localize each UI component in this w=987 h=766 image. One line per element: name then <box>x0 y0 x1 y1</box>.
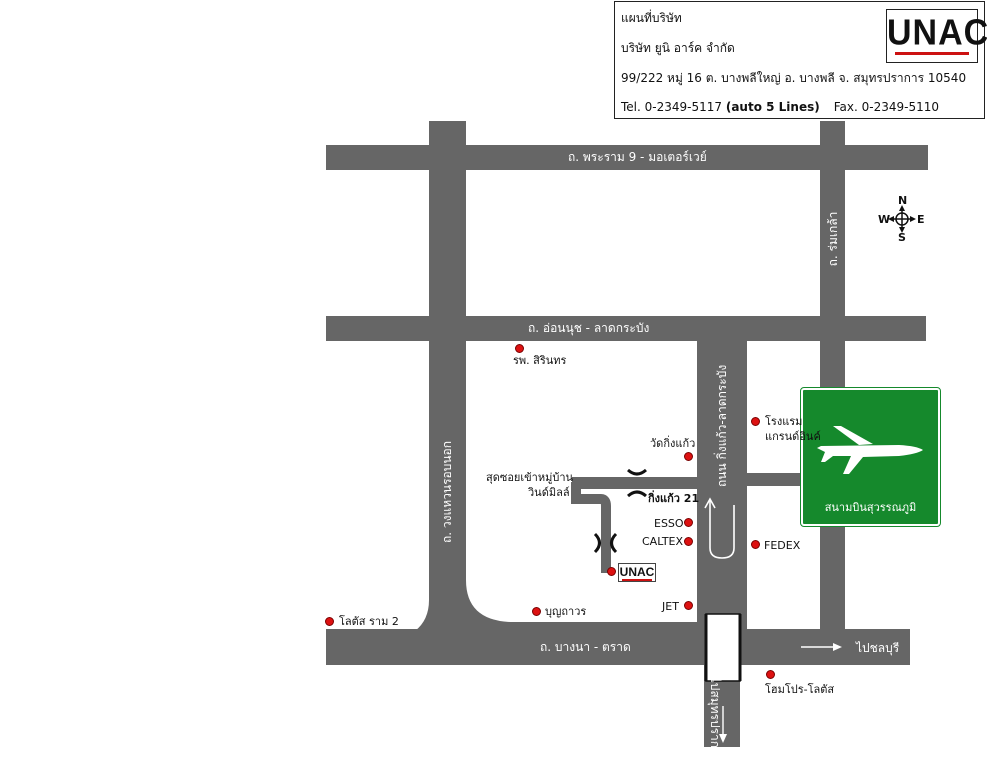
label-hotel-1: โรงแรม <box>765 415 803 428</box>
label-kingkaew21: กิ่งแก้ว 21 <box>648 492 700 505</box>
marker-homepro <box>766 670 775 679</box>
label-windmill: วินด์มิลล์ <box>528 486 570 499</box>
bridge-icon-kingkaew21 <box>627 468 647 498</box>
marker-unac <box>607 567 616 576</box>
label-boonthavorn: บุญถาวร <box>545 605 587 618</box>
label-hotel-2: แกรนด์อินค์ <box>765 430 821 443</box>
road-soi-kingkaew21 <box>572 477 697 489</box>
unac-marker-bar <box>622 579 652 581</box>
company-contact: Tel. 0-2349-5117 (auto 5 Lines) Fax. 0-23… <box>621 100 939 114</box>
road-romklao <box>820 121 845 631</box>
label-watkingkaew: วัดกิ่งแก้ว <box>650 437 696 450</box>
company-address: 99/222 หมู่ 16 ต. บางพลีใหญ่ อ. บางพลี จ… <box>621 71 967 85</box>
label-jet: JET <box>662 600 679 613</box>
marker-caltex <box>684 537 693 546</box>
label-ring-road: ถ. วงแหวนรอบนอก <box>440 440 454 543</box>
label-romklao: ถ. ร่มเกล้า <box>826 211 840 267</box>
marker-fedex <box>751 540 760 549</box>
marker-watkingkaew <box>684 452 693 461</box>
marker-hospital <box>515 344 524 353</box>
company-info-box: แผนที่บริษัท บริษัท ยูนิ อาร์ค จำกัด 99/… <box>614 1 987 119</box>
unac-marker-text: UNAC <box>619 565 655 579</box>
label-caltex: CALTEX <box>642 535 684 548</box>
label-hospital: รพ. สิรินทร <box>513 354 567 367</box>
unac-logo: UNAC <box>886 9 987 63</box>
marker-esso <box>684 518 693 527</box>
arrow-down-icon <box>719 706 727 743</box>
label-rama9: ถ. พระราม 9 - มอเตอร์เวย์ <box>568 150 707 164</box>
label-soi-end: สุดซอยเข้าหมู่บ้าน <box>486 471 574 484</box>
logo-text: UNAC <box>887 13 987 53</box>
label-to-samut: ไปสมุทรปราการ <box>708 676 722 762</box>
logo-red-bar <box>895 52 969 55</box>
label-onnut: ถ. อ่อนนุช - ลาดกระบัง <box>528 321 650 335</box>
bridge-icon-soi <box>593 532 618 554</box>
airport-name: สนามบินสุวรรณภูมิ <box>824 501 917 514</box>
road-ring <box>429 121 466 631</box>
label-lotus-rama2: โลตัส ราม 2 <box>339 615 399 628</box>
marker-lotus-rama2 <box>325 617 334 626</box>
unac-location-marker: UNAC <box>618 563 656 582</box>
label-homepro: โฮมโปร-โลตัส <box>765 683 835 696</box>
label-to-chonburi: ไปชลบุรี <box>856 641 900 655</box>
company-name: บริษัท ยูนิ อาร์ค จำกัด <box>621 41 735 55</box>
marker-boonthavorn <box>532 607 541 616</box>
label-esso: ESSO <box>654 517 684 530</box>
marker-hotel <box>751 417 760 426</box>
compass-icon: N S E W <box>878 194 925 244</box>
road-kingkaew <box>697 341 747 631</box>
label-fedex: FEDEX <box>764 539 801 552</box>
map-title: แผนที่บริษัท <box>621 11 682 25</box>
airport-sign: สนามบินสุวรรณภูมิ <box>800 387 941 527</box>
fax-number: Fax. 0-2349-5110 <box>833 100 939 114</box>
airplane-icon <box>817 426 923 474</box>
road-airport-link <box>747 473 803 486</box>
phone-number: Tel. 0-2349-5117 <box>621 100 726 114</box>
arrow-right-icon <box>801 643 842 651</box>
phone-lines: (auto 5 Lines) <box>725 100 820 114</box>
label-kingkaew-road: ถนน กิ่งแก้ว-ลาดกระบัง <box>715 364 729 487</box>
label-bangna: ถ. บางนา - ตราด <box>540 640 631 654</box>
marker-jet <box>684 601 693 610</box>
